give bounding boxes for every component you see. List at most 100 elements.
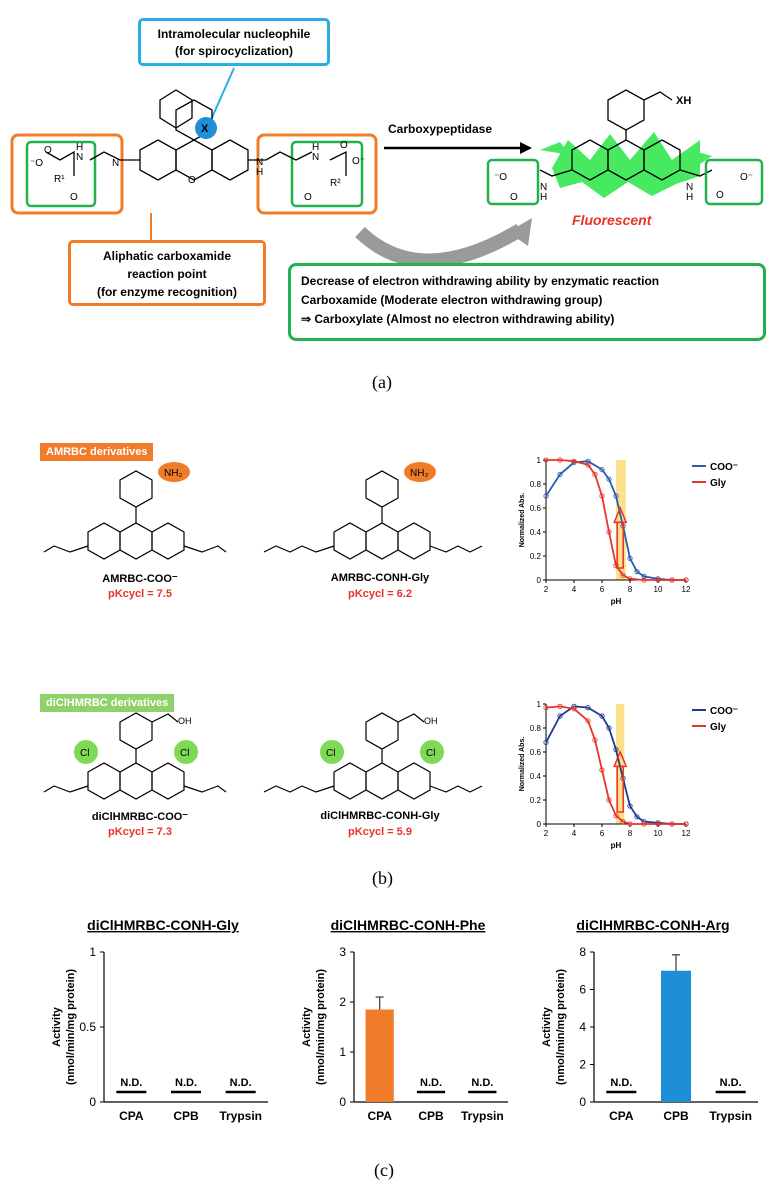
y-axis-label-line-1: Activity bbox=[51, 1006, 63, 1047]
data-point bbox=[620, 819, 626, 825]
y-tick-label: 1 bbox=[89, 945, 96, 959]
nd-label: N.D. bbox=[720, 1077, 742, 1089]
y-tick-label: 8 bbox=[579, 945, 586, 959]
nd-label: N.D. bbox=[420, 1077, 442, 1089]
product-core bbox=[539, 89, 713, 181]
amrbc-gly-pk: pKcycl = 6.2 bbox=[348, 588, 412, 600]
data-point bbox=[557, 471, 563, 477]
diclhmrbc-gly-name: diClHMRBC-CONH-Gly bbox=[320, 810, 440, 822]
svg-text:O: O bbox=[70, 192, 78, 203]
data-point bbox=[613, 563, 619, 569]
product-left-carboxylate-box bbox=[486, 158, 540, 206]
data-point bbox=[585, 705, 591, 711]
data-point bbox=[543, 493, 549, 499]
data-point bbox=[634, 569, 640, 575]
data-point bbox=[627, 803, 633, 809]
x-tick-label: 4 bbox=[572, 829, 577, 838]
y-tick-label: 6 bbox=[579, 983, 586, 997]
nd-label: N.D. bbox=[175, 1077, 197, 1089]
svg-text:X: X bbox=[201, 123, 209, 135]
svg-text:Cl: Cl bbox=[326, 748, 335, 759]
svg-text:H: H bbox=[312, 142, 319, 153]
bar-chart-gly: diClHMRBC-CONH-Gly00.51Activity(nmol/min… bbox=[51, 917, 268, 1123]
data-point bbox=[592, 471, 598, 477]
data-point bbox=[627, 576, 633, 582]
data-point bbox=[543, 705, 549, 711]
legend-label: Gly bbox=[710, 722, 727, 733]
y-tick-label: 0 bbox=[537, 820, 542, 829]
svg-text:O: O bbox=[44, 145, 52, 156]
y-tick-label: 0.4 bbox=[530, 772, 542, 781]
right-carboxylate-inner-box bbox=[290, 140, 364, 208]
nd-label: N.D. bbox=[471, 1077, 493, 1089]
panel-a-label: (a) bbox=[372, 372, 392, 392]
shift-arrow-head bbox=[613, 750, 628, 768]
carboxamide-line-2: reaction point bbox=[127, 267, 207, 281]
svg-text:H: H bbox=[540, 192, 547, 203]
bar-chart-phe: diClHMRBC-CONH-Phe0123Activity(nmol/min/… bbox=[301, 917, 508, 1123]
diclhmrbc-coo-name: diClHMRBC-COO⁻ bbox=[91, 811, 189, 823]
amrbc-coo-structure bbox=[43, 470, 227, 560]
amrbc-gly-name: AMRBC-CONH-Gly bbox=[330, 572, 430, 584]
y-tick-label: 0.5 bbox=[79, 1020, 96, 1034]
amrbc-coo-nh2 bbox=[158, 462, 190, 482]
x-tick-label: 6 bbox=[600, 585, 605, 594]
y-tick-label: 1 bbox=[339, 1045, 346, 1059]
svg-text:O: O bbox=[304, 192, 312, 203]
x-tick-label: 10 bbox=[654, 829, 663, 838]
data-point bbox=[641, 573, 647, 579]
x-tick-label: 12 bbox=[682, 829, 691, 838]
y-axis-label-line-2: (nmol/min/mg protein) bbox=[65, 969, 77, 1085]
nucleophile-callout: Intramolecular nucleophile (for spirocyc… bbox=[138, 18, 330, 66]
y-axis-label-line-2: (nmol/min/mg protein) bbox=[315, 969, 327, 1085]
diclhmrbc-gly-pk: pKcycl = 5.9 bbox=[348, 826, 412, 838]
data-point bbox=[557, 457, 563, 463]
x-tick-label: 8 bbox=[628, 585, 633, 594]
amrbc-coo-pk: pKcycl = 7.5 bbox=[108, 588, 172, 600]
fluorescence-glow bbox=[540, 132, 712, 198]
data-point bbox=[585, 458, 591, 464]
data-point bbox=[557, 713, 563, 719]
data-point bbox=[669, 821, 675, 827]
bar-chart-arg: diClHMRBC-CONH-Arg02468Activity(nmol/min… bbox=[541, 917, 758, 1123]
data-point bbox=[627, 821, 633, 827]
data-point bbox=[585, 462, 591, 468]
data-point bbox=[585, 718, 591, 724]
data-point bbox=[655, 577, 661, 583]
x-tick-label: 2 bbox=[544, 585, 549, 594]
legend-label: COO⁻ bbox=[710, 706, 738, 717]
fluorescent-label: Fluorescent bbox=[572, 212, 652, 228]
amrbc-coo-name: AMRBC-COO⁻ bbox=[102, 573, 178, 585]
y-tick-label: 0 bbox=[579, 1095, 586, 1109]
amrbc-gly-structure bbox=[263, 470, 483, 560]
data-point bbox=[557, 703, 563, 709]
nd-label: N.D. bbox=[610, 1077, 632, 1089]
x-tick-label: 10 bbox=[654, 585, 663, 594]
curved-arrow-head bbox=[508, 218, 532, 246]
diclhmrbc-coo-cl-right bbox=[174, 740, 198, 764]
svg-text:NH₂: NH₂ bbox=[164, 468, 182, 479]
y-axis-label: Normalized Abs. bbox=[519, 493, 526, 548]
y-tick-label: 1 bbox=[537, 456, 542, 465]
y-tick-label: 3 bbox=[339, 945, 346, 959]
nd-label: N.D. bbox=[230, 1077, 252, 1089]
chart-title: diClHMRBC-CONH-Phe bbox=[331, 917, 486, 933]
panel-a-structure: X O ⁻O H N R¹ O N O N H H N O R² O O⁻ bbox=[10, 67, 764, 268]
svg-text:⁻O: ⁻O bbox=[30, 158, 43, 169]
y-tick-label: 2 bbox=[579, 1058, 586, 1072]
legend-label: Gly bbox=[710, 478, 727, 489]
nucleophile-line-1: Intramolecular nucleophile bbox=[157, 27, 311, 41]
nucleophile-line-2: (for spirocyclization) bbox=[174, 44, 293, 58]
category-label: CPB bbox=[418, 1109, 444, 1123]
panel-b-label: (b) bbox=[372, 868, 393, 888]
data-point bbox=[613, 813, 619, 819]
right-carboxamide-box bbox=[256, 133, 378, 215]
y-tick-label: 0 bbox=[537, 576, 542, 585]
left-carboxylate-inner-box bbox=[25, 140, 97, 208]
svg-text:R¹: R¹ bbox=[54, 174, 65, 185]
data-point bbox=[683, 577, 689, 583]
data-point bbox=[599, 713, 605, 719]
svg-text:Cl: Cl bbox=[426, 748, 435, 759]
svg-text:N: N bbox=[76, 152, 83, 163]
y-tick-label: 0.6 bbox=[530, 748, 542, 757]
